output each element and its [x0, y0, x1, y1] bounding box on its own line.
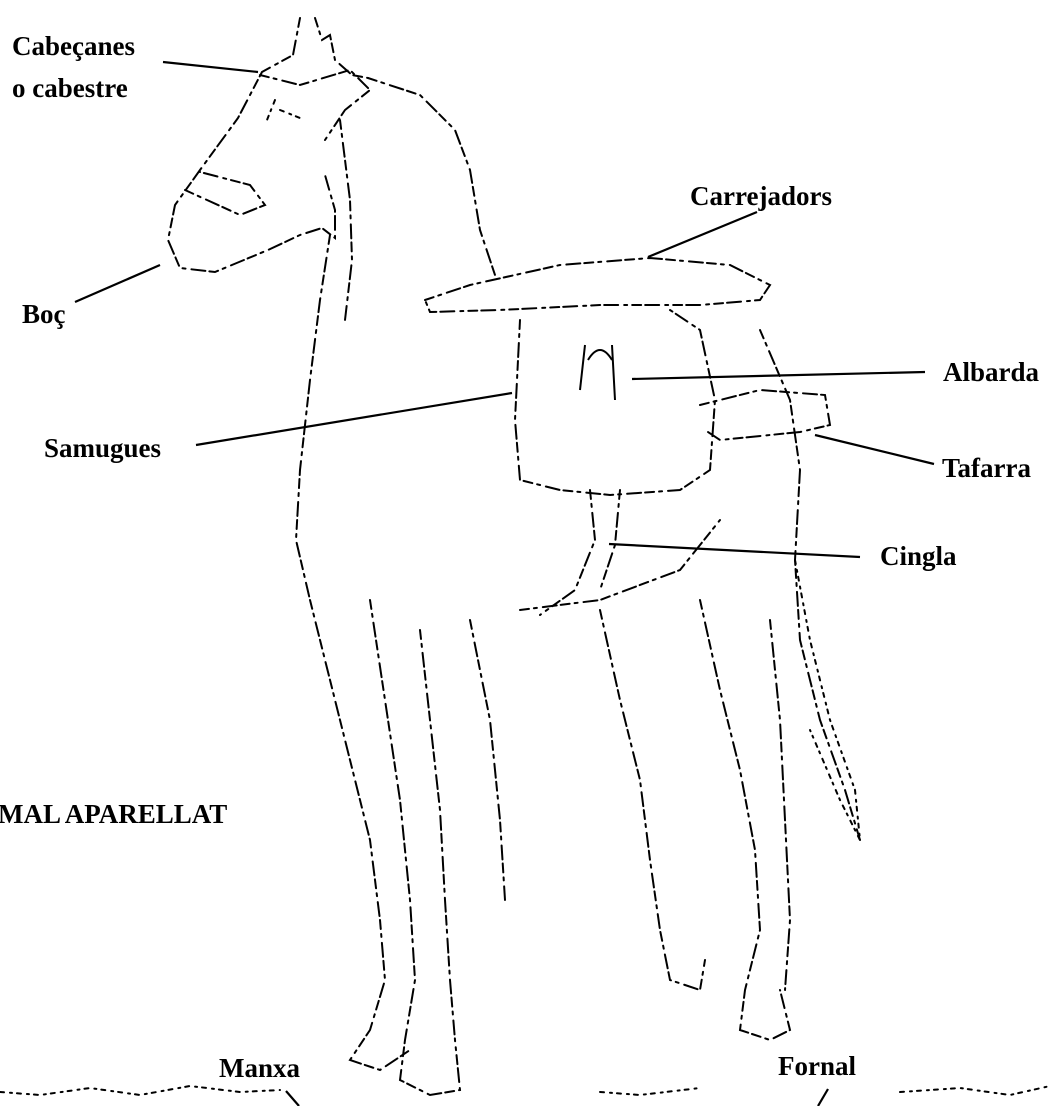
leader-lines	[75, 62, 934, 1106]
horse-front-legs	[310, 600, 505, 1095]
label-samugues: Samugues	[44, 432, 161, 465]
leader-tafarra	[815, 435, 934, 464]
horse-back-legs	[600, 600, 790, 1040]
label-tafarra: Tafarra	[942, 452, 1031, 485]
horse-head	[168, 18, 370, 272]
leader-manxa	[286, 1091, 299, 1106]
leader-carrejadors	[648, 212, 757, 257]
leader-cabecanes	[163, 62, 258, 72]
leader-samugues	[196, 393, 512, 445]
leader-cingla	[609, 544, 860, 557]
label-cabecanes: Cabeçanes	[12, 30, 135, 63]
leader-boc	[75, 265, 160, 302]
label-cingla: Cingla	[880, 540, 957, 573]
label-carrejadors: Carrejadors	[690, 180, 832, 213]
label-albarda: Albarda	[943, 356, 1039, 389]
label-cabestre: o cabestre	[12, 72, 128, 105]
label-boc: Boç	[22, 298, 66, 331]
albarda-shape	[425, 258, 830, 615]
label-fornal: Fornal	[778, 1050, 856, 1083]
title-fragment: MAL APARELLAT	[0, 798, 227, 831]
leader-fornal	[818, 1089, 828, 1106]
label-manxa: Manxa	[219, 1052, 300, 1085]
ground-sketch	[0, 1086, 1050, 1095]
